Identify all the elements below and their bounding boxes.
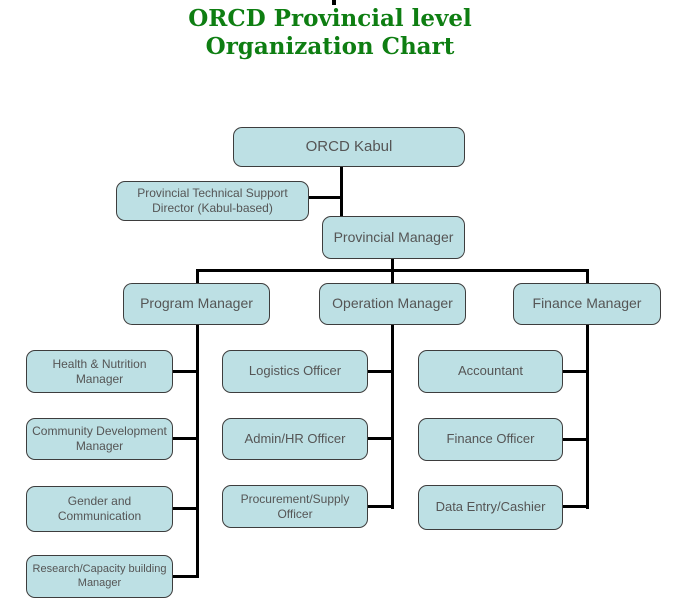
connector-research-capacity bbox=[172, 575, 198, 578]
top-crop-mark bbox=[332, 0, 336, 5]
chart-title-line2: Organization Chart bbox=[205, 33, 455, 60]
node-provincial-manager: Provincial Manager bbox=[322, 216, 465, 259]
connector-health-nutrition bbox=[172, 370, 198, 373]
connector-accountant bbox=[562, 370, 588, 373]
connector-drop-finance-manager bbox=[586, 269, 589, 284]
node-logistics-officer: Logistics Officer bbox=[222, 350, 368, 393]
node-research-capacity-manager: Research/Capacity building Manager bbox=[26, 555, 173, 598]
connector-provincial-manager-down bbox=[391, 258, 394, 271]
chart-title-line1: ORCD Provincial level bbox=[188, 5, 472, 32]
connector-data-entry-cashier bbox=[562, 505, 588, 508]
node-gender-communication: Gender and Communication bbox=[26, 486, 173, 532]
node-accountant: Accountant bbox=[418, 350, 563, 393]
node-program-manager: Program Manager bbox=[123, 283, 270, 325]
connector-operation-spine bbox=[391, 324, 394, 509]
connector-finance-officer bbox=[562, 438, 588, 441]
connector-kabul-to-provincial-manager bbox=[340, 167, 343, 217]
node-community-development-manager: Community Development Manager bbox=[26, 418, 173, 460]
connector-drop-operation-manager bbox=[391, 269, 394, 284]
node-admin-hr-officer: Admin/HR Officer bbox=[222, 418, 368, 460]
node-data-entry-cashier: Data Entry/Cashier bbox=[418, 485, 563, 530]
node-finance-manager: Finance Manager bbox=[513, 283, 661, 325]
chart-title: ORCD Provincial level Organization Chart bbox=[0, 5, 660, 61]
node-operation-manager: Operation Manager bbox=[319, 283, 466, 325]
node-procurement-supply-officer: Procurement/Supply Officer bbox=[222, 485, 368, 528]
connector-program-spine bbox=[196, 324, 199, 578]
node-orcd-kabul: ORCD Kabul bbox=[233, 127, 465, 167]
connector-drop-program-manager bbox=[196, 269, 199, 284]
connector-technical-support-link bbox=[308, 196, 342, 199]
node-health-nutrition-manager: Health & Nutrition Manager bbox=[26, 350, 173, 393]
node-finance-officer: Finance Officer bbox=[418, 418, 563, 461]
node-provincial-technical-support: Provincial Technical Support Director (K… bbox=[116, 181, 309, 221]
connector-logistics-officer bbox=[367, 370, 393, 373]
connector-finance-spine bbox=[586, 324, 589, 509]
connector-gender-communication bbox=[172, 507, 198, 510]
connector-procurement-supply bbox=[367, 505, 393, 508]
connector-admin-hr-officer bbox=[367, 437, 393, 440]
connector-community-development bbox=[172, 437, 198, 440]
